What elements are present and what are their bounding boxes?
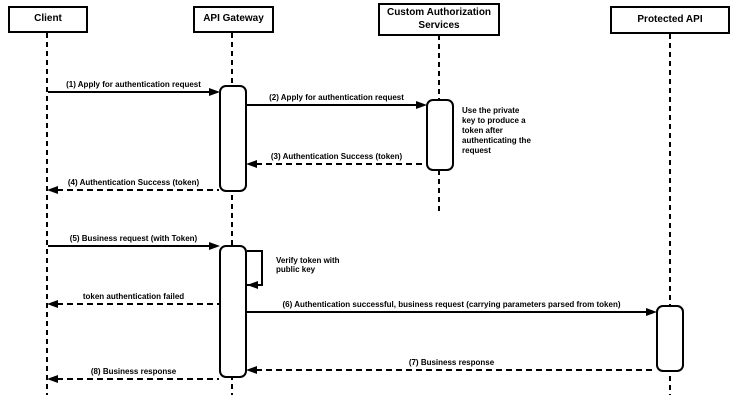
message-6-label: (6) Authentication successful, business …: [282, 300, 621, 309]
message-3-line: [256, 163, 426, 165]
arrowhead-icon: [246, 366, 257, 374]
actor-protected-api-label: Protected API: [637, 13, 703, 25]
arrowhead-icon: [246, 160, 257, 168]
arrowhead-icon: [209, 242, 220, 250]
lifeline-api-gateway: [231, 33, 233, 395]
activation-custom-authorization-services: [426, 99, 454, 171]
message-5-line: [48, 245, 210, 247]
message-7-label: (7) Business response: [408, 358, 495, 367]
actor-custom-authorization-services: Custom Authorization Services: [378, 3, 500, 36]
message-token-auth-failed-label: token authentication failed: [82, 292, 185, 301]
message-1-label: (1) Apply for authentication request: [66, 80, 201, 89]
activation-api-gateway-1: [219, 85, 247, 192]
actor-api-gateway: API Gateway: [193, 6, 274, 33]
message-6-line: [247, 311, 647, 313]
actor-client: Client: [8, 6, 88, 33]
note-private-key: Use the private key to produce a token a…: [462, 106, 531, 155]
arrowhead-icon: [646, 308, 657, 316]
arrowhead-icon: [247, 281, 258, 289]
lifeline-client: [46, 33, 48, 395]
activation-protected-api: [656, 305, 684, 372]
message-2-label: (2) Apply for authentication request: [269, 93, 404, 102]
message-1-line: [48, 91, 210, 93]
message-8-line: [57, 378, 219, 380]
arrowhead-icon: [47, 300, 58, 308]
message-4-line: [57, 189, 219, 191]
arrowhead-icon: [47, 375, 58, 383]
note-verify-token: Verify token with public key: [276, 256, 340, 274]
arrowhead-icon: [209, 88, 220, 96]
message-3-label: (3) Authentication Success (token): [270, 152, 403, 161]
actor-api-gateway-label: API Gateway: [203, 13, 264, 25]
message-8-label: (8) Business response: [90, 367, 177, 376]
message-token-auth-failed-line: [57, 303, 219, 305]
lifeline-protected-api: [669, 34, 671, 395]
actor-custom-authorization-services-label: Custom Authorization Services: [386, 7, 492, 31]
actor-protected-api: Protected API: [610, 6, 730, 34]
message-4-label: (4) Authentication Success (token): [67, 178, 200, 187]
message-7-line: [256, 369, 656, 371]
activation-api-gateway-2: [219, 245, 247, 378]
actor-client-label: Client: [34, 13, 62, 25]
arrowhead-icon: [416, 101, 427, 109]
message-5-label: (5) Business request (with Token): [69, 234, 198, 243]
arrowhead-icon: [47, 186, 58, 194]
message-2-line: [247, 104, 417, 106]
